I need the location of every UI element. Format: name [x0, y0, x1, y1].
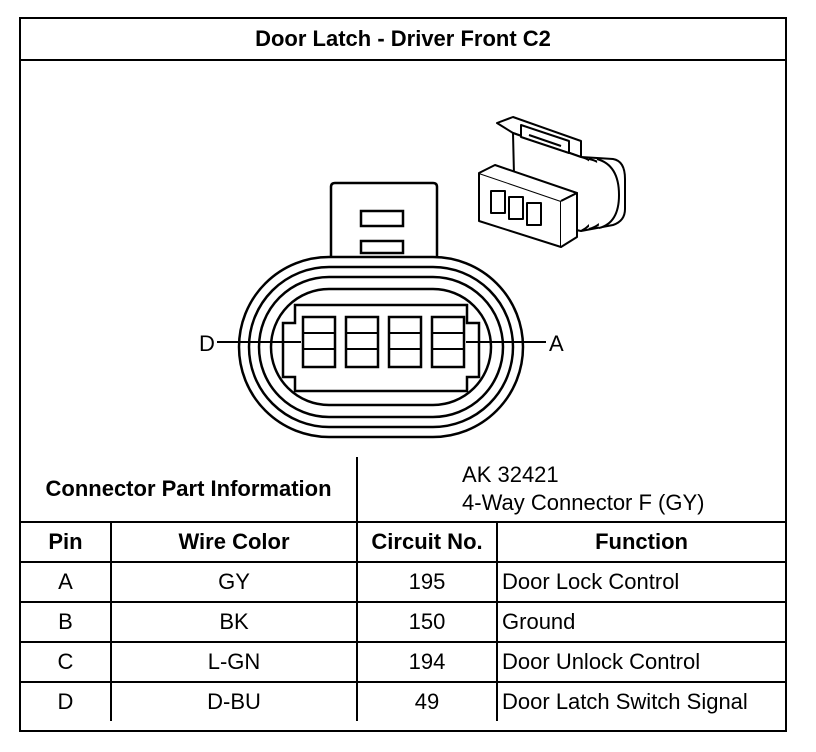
header-pin: Pin	[21, 521, 112, 563]
header-function: Function	[496, 521, 786, 563]
wire-color-cell: L-GN	[109, 641, 359, 683]
connector-table: Connector Part Information AK 32421 4-Wa…	[21, 457, 786, 721]
pin-label-d: D	[199, 331, 215, 356]
wire-color-cell: D-BU	[109, 681, 359, 721]
latch-window-bottom	[359, 239, 405, 255]
connector-part-info-label: Connector Part Information	[21, 457, 359, 523]
cavity-b	[387, 315, 423, 369]
connector-sheet: Door Latch - Driver Front C2	[19, 17, 787, 732]
table-row: B BK 150 Ground	[21, 601, 786, 643]
pin-cell: A	[21, 561, 112, 603]
function-cell: Door Lock Control	[496, 561, 786, 603]
connector-face-drawing: D A	[199, 116, 626, 439]
connector-isometric-sketch	[478, 116, 626, 248]
connector-part-info-value: AK 32421 4-Way Connector F (GY)	[356, 457, 786, 523]
function-cell: Ground	[496, 601, 786, 643]
pin-cell: B	[21, 601, 112, 643]
part-number: AK 32421	[462, 462, 559, 487]
latch-window-top	[359, 209, 405, 228]
table-row: A GY 195 Door Lock Control	[21, 561, 786, 603]
wire-color-cell: BK	[109, 601, 359, 643]
connector-description: 4-Way Connector F (GY)	[462, 490, 705, 515]
connector-shell-ring-2	[257, 275, 505, 419]
cavity-d	[301, 315, 337, 369]
connector-part-info-row: Connector Part Information AK 32421 4-Wa…	[21, 457, 786, 523]
table-row: C L-GN 194 Door Unlock Control	[21, 641, 786, 683]
circuit-cell: 195	[356, 561, 499, 603]
connector-shell-inner	[269, 287, 493, 407]
pin-label-a: A	[549, 331, 564, 356]
cavity-c	[344, 315, 380, 369]
table-header-row: Pin Wire Color Circuit No. Function	[21, 521, 786, 563]
wire-color-cell: GY	[109, 561, 359, 603]
pin-cell: C	[21, 641, 112, 683]
function-cell: Door Unlock Control	[496, 641, 786, 683]
connector-diagram: D A	[21, 61, 785, 457]
connector-shell-ring-1	[247, 265, 515, 429]
circuit-cell: 150	[356, 601, 499, 643]
table-row: D D-BU 49 Door Latch Switch Signal	[21, 681, 786, 721]
header-circuit: Circuit No.	[356, 521, 499, 563]
header-wire-color: Wire Color	[109, 521, 359, 563]
cavity-a	[430, 315, 466, 369]
page-title: Door Latch - Driver Front C2	[21, 19, 785, 61]
circuit-cell: 49	[356, 681, 499, 721]
function-cell: Door Latch Switch Signal	[496, 681, 786, 721]
pin-cell: D	[21, 681, 112, 721]
latch-tab	[329, 181, 439, 277]
circuit-cell: 194	[356, 641, 499, 683]
